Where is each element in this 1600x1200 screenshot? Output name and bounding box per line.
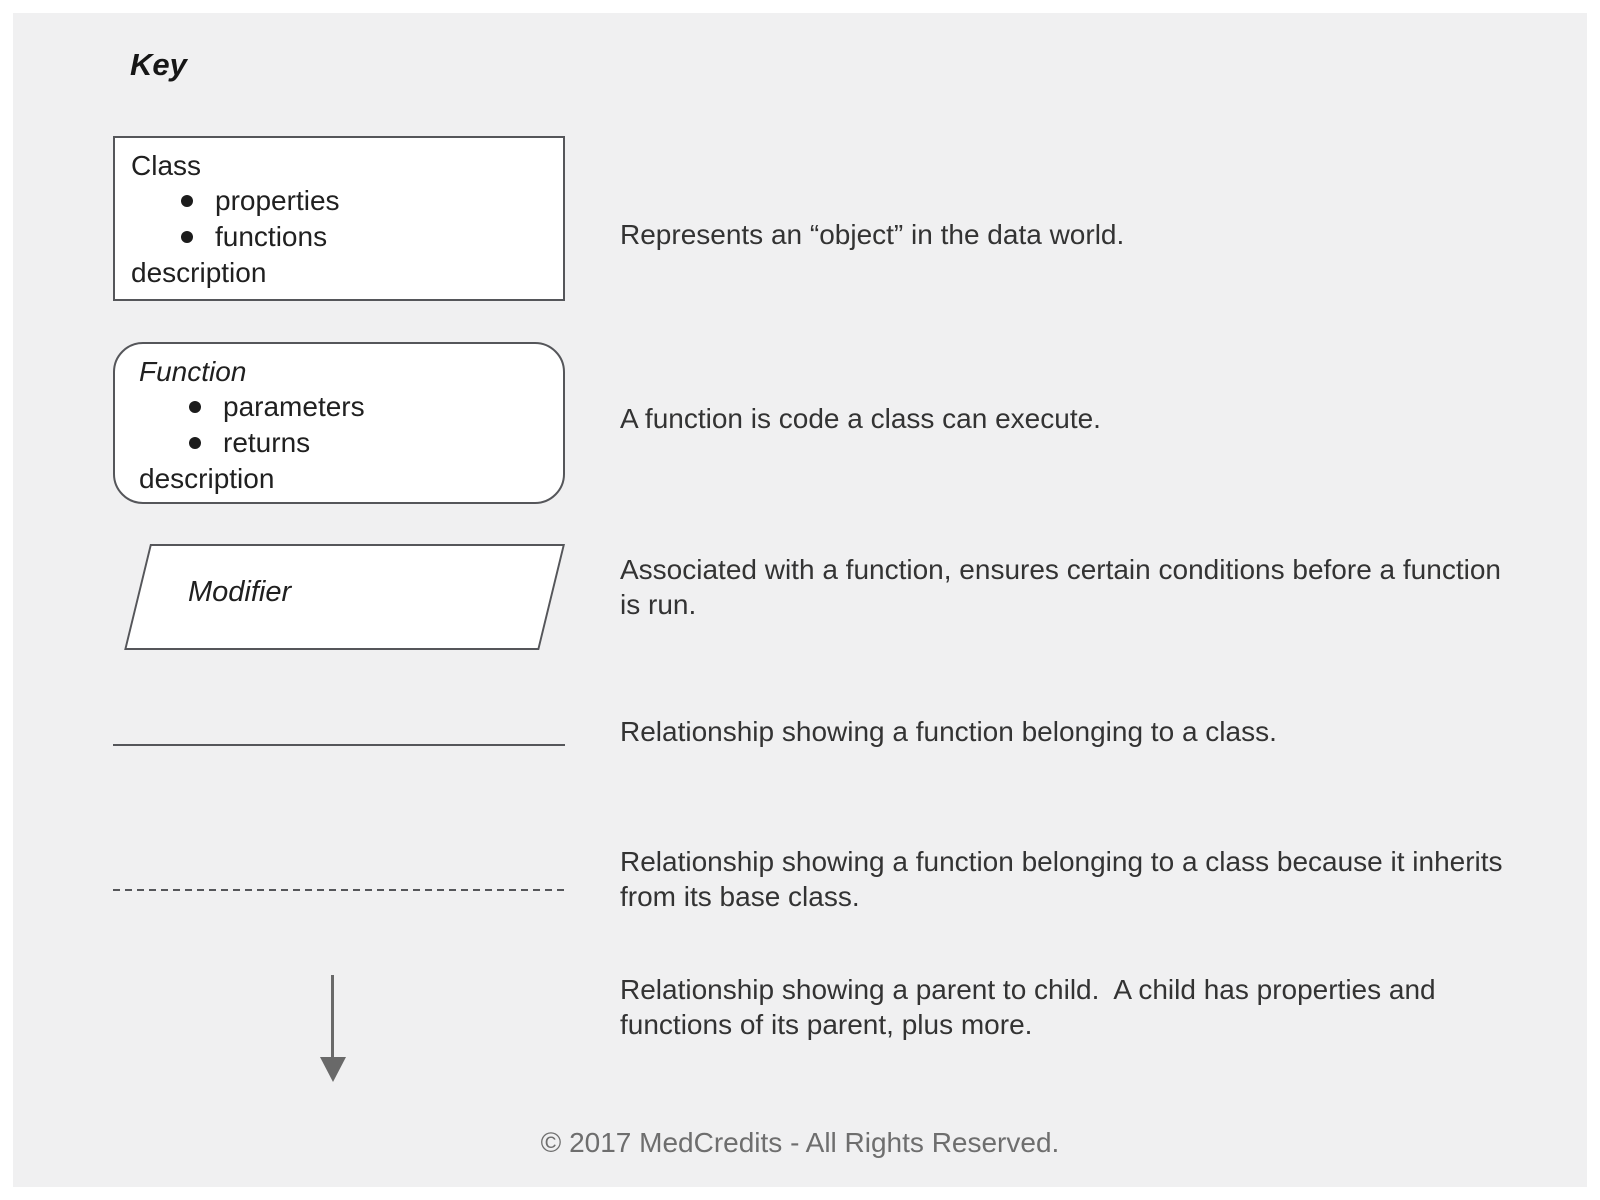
footer-copyright: © 2017 MedCredits - All Rights Reserved.	[540, 1127, 1060, 1158]
bullet-dot-icon	[181, 231, 193, 243]
function-bullet-label: parameters	[223, 391, 365, 422]
arrow-down-head-icon	[320, 1057, 346, 1082]
class-title: Class	[131, 150, 202, 181]
bullet-dot-icon	[181, 195, 193, 207]
modifier-label: Modifier	[188, 576, 292, 608]
solid-line-shape	[113, 744, 565, 746]
page-title: Key	[130, 47, 187, 82]
description-solid-line: Relationship showing a function belongin…	[620, 716, 1277, 747]
function-bullet-label: returns	[223, 427, 311, 458]
description-arrow: Relationship showing a parent to child. …	[620, 974, 1444, 1040]
bullet-dot-icon	[189, 401, 201, 413]
description-function: A function is code a class can execute.	[620, 403, 1101, 434]
class-note: description	[131, 257, 267, 288]
arrow-down-shaft	[331, 975, 334, 1058]
class-bullet-label: functions	[215, 221, 328, 252]
key-panel: Key Class properties functions descripti…	[13, 13, 1587, 1187]
function-bullet-item: parameters	[189, 389, 563, 425]
description-class: Represents an “object” in the data world…	[620, 219, 1125, 250]
class-bullet-item: functions	[181, 219, 563, 255]
class-bullet-item: properties	[181, 183, 563, 219]
description-modifier: Associated with a function, ensures cert…	[620, 554, 1509, 620]
class-bullet-label: properties	[215, 185, 340, 216]
bullet-dot-icon	[189, 437, 201, 449]
function-bullet-item: returns	[189, 425, 563, 461]
description-dashed-line: Relationship showing a function belongin…	[620, 846, 1511, 912]
function-note: description	[139, 463, 275, 494]
function-title: Function	[139, 356, 247, 387]
dashed-line-shape	[113, 889, 565, 891]
function-shape: Function parameters returns description	[113, 342, 565, 504]
class-shape: Class properties functions description	[113, 136, 565, 301]
